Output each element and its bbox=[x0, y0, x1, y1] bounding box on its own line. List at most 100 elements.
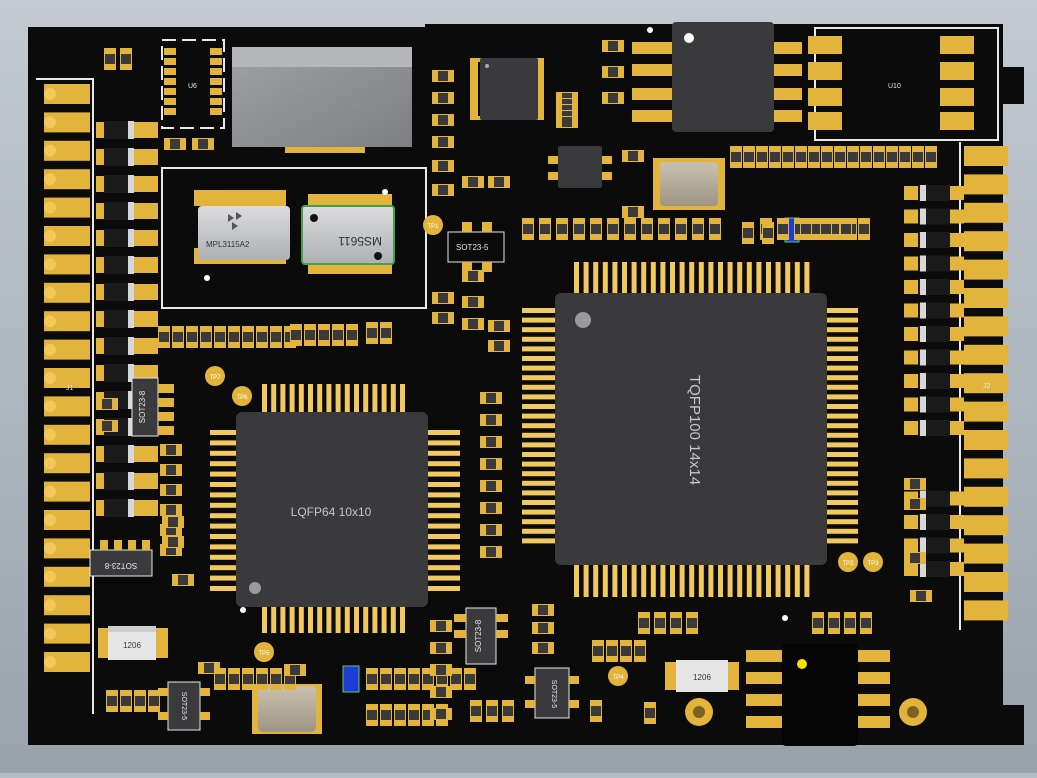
smd-body bbox=[829, 618, 839, 628]
smd-body bbox=[367, 328, 377, 338]
ic-pin bbox=[826, 384, 858, 390]
ic-pin bbox=[210, 482, 238, 487]
ic-pad bbox=[210, 78, 222, 85]
smd-body bbox=[540, 224, 550, 234]
smd-body bbox=[107, 696, 117, 706]
ic-pin bbox=[522, 500, 556, 505]
ic-pin bbox=[354, 605, 359, 633]
ic-pin bbox=[826, 538, 858, 544]
ic-pin bbox=[775, 565, 781, 597]
ic-pin bbox=[210, 450, 238, 456]
smd-body bbox=[178, 575, 188, 585]
smd-body bbox=[628, 207, 638, 217]
ic-pin bbox=[641, 262, 647, 294]
sensor-area: MPL3115A2 MS5611 bbox=[161, 167, 427, 309]
ic-pin bbox=[826, 346, 858, 352]
connector-pad bbox=[44, 595, 90, 616]
connector-pad bbox=[44, 339, 90, 360]
smd-body bbox=[166, 505, 176, 515]
smd-body bbox=[395, 674, 405, 684]
ic-pin bbox=[756, 262, 762, 294]
ic-pin bbox=[308, 384, 313, 414]
smd-body bbox=[859, 224, 869, 234]
sot23-8-left: SOT23-8 bbox=[131, 377, 174, 437]
ic-pin bbox=[428, 544, 460, 550]
ic-pin bbox=[428, 502, 460, 508]
ic-pin bbox=[826, 500, 858, 505]
smd-body bbox=[621, 646, 631, 656]
ic-pin bbox=[271, 605, 277, 633]
smd-body bbox=[204, 663, 214, 673]
smd-body bbox=[468, 271, 478, 281]
ic-pin bbox=[631, 565, 637, 597]
smd-body bbox=[608, 93, 618, 103]
diode bbox=[104, 283, 134, 301]
ic-lqfp64: LQFP64 10x10 bbox=[210, 384, 460, 633]
connector-pad bbox=[44, 311, 90, 332]
ic-pin bbox=[335, 384, 341, 414]
smd-body bbox=[486, 525, 496, 535]
smd-body bbox=[913, 152, 923, 162]
ic-pin bbox=[826, 461, 858, 467]
smd-body bbox=[486, 437, 496, 447]
ic-pin bbox=[428, 471, 460, 477]
ic-pin bbox=[679, 565, 685, 597]
connector-pad bbox=[44, 538, 90, 559]
connector-pad bbox=[964, 146, 1008, 166]
ic-pin bbox=[522, 461, 556, 467]
board-outline bbox=[28, 24, 1024, 745]
test-point-tp1: TP1 bbox=[423, 215, 443, 235]
ic-pin bbox=[826, 336, 858, 342]
ic-pin bbox=[210, 502, 238, 508]
smd-body bbox=[438, 93, 448, 103]
ic-pin bbox=[794, 565, 800, 597]
smd-body bbox=[291, 330, 301, 340]
ic-pin bbox=[400, 605, 405, 633]
smd-body bbox=[607, 646, 617, 656]
ic-pin bbox=[280, 384, 286, 414]
smd-body bbox=[591, 224, 601, 234]
sot23-5-bottom-left-label: SOT23-5 bbox=[180, 692, 187, 721]
ic-pin bbox=[522, 538, 556, 544]
smd-body bbox=[285, 674, 295, 684]
ic-pin bbox=[317, 605, 323, 633]
smd-body bbox=[215, 332, 225, 342]
led-blue-bottom bbox=[342, 665, 360, 693]
ic-tqfp100: TQFP100 14x14 bbox=[522, 262, 858, 597]
ic-pin bbox=[522, 509, 556, 515]
smd-body bbox=[910, 479, 920, 489]
smd-body bbox=[468, 177, 478, 187]
tp7-label: TP7 bbox=[209, 375, 221, 381]
smd-body bbox=[486, 503, 496, 513]
connector-pad bbox=[964, 174, 1008, 195]
connector-pad bbox=[964, 316, 1008, 337]
diode bbox=[104, 364, 134, 382]
ic-pin bbox=[826, 308, 858, 313]
ic-pin bbox=[335, 605, 341, 633]
ic-pin bbox=[210, 565, 238, 571]
smd-body bbox=[257, 674, 267, 684]
connector-j1: J1 bbox=[36, 78, 94, 714]
ic-pin bbox=[428, 575, 460, 581]
smd-body bbox=[639, 618, 649, 628]
connector-pad bbox=[964, 288, 1008, 308]
smd-body bbox=[486, 393, 496, 403]
ic-pad bbox=[210, 48, 222, 55]
diode-array-right bbox=[904, 185, 964, 577]
ic-pin bbox=[522, 471, 556, 477]
ic-pin bbox=[826, 375, 858, 381]
connector-pad bbox=[964, 231, 1008, 252]
ic-pin bbox=[804, 565, 810, 597]
resistor-1206-right: 1206 bbox=[665, 660, 739, 692]
ic-pin bbox=[522, 423, 556, 429]
smd-body bbox=[102, 399, 112, 409]
smd-body bbox=[655, 618, 665, 628]
sot23-8-lower-left-label: SOT23-8 bbox=[104, 561, 137, 570]
smd-body bbox=[835, 152, 845, 162]
smd-body bbox=[861, 618, 871, 628]
ic-pin bbox=[428, 523, 460, 529]
ic-pin bbox=[522, 308, 556, 313]
smd-body bbox=[347, 330, 357, 340]
